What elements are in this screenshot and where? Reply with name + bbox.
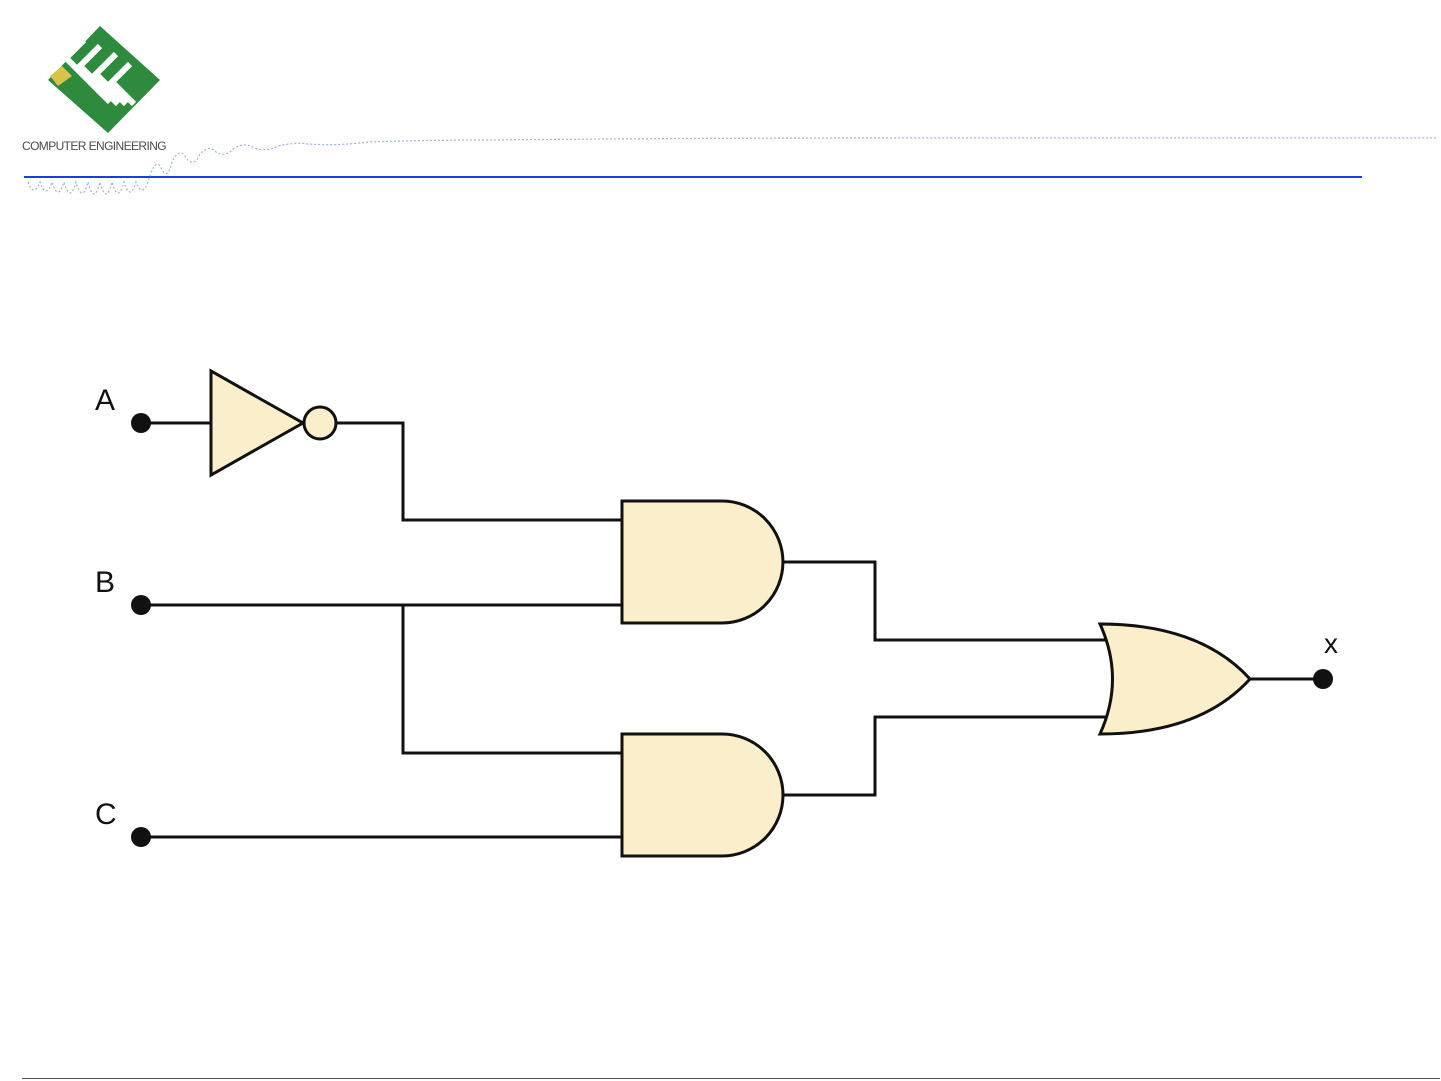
terminal-x: [1313, 669, 1333, 689]
wire-and1-out: [784, 562, 1107, 640]
or-gate: [1100, 624, 1250, 734]
footer-rule: [22, 1078, 1440, 1079]
terminal-c: [131, 827, 151, 847]
not-gate: [211, 371, 303, 475]
input-label-a: A: [95, 384, 115, 417]
input-label-b: B: [95, 566, 115, 599]
not-bubble: [304, 407, 336, 439]
wire-b-branch: [403, 605, 621, 753]
gates: [211, 371, 1250, 856]
wire-not-a: [337, 423, 621, 520]
and-gate-2: [622, 734, 783, 856]
terminal-b: [131, 595, 151, 615]
input-label-c: C: [95, 798, 117, 831]
wire-and2-out: [784, 717, 1107, 795]
output-label-x: x: [1324, 628, 1338, 659]
and-gate-1: [622, 501, 783, 623]
terminal-a: [131, 413, 151, 433]
